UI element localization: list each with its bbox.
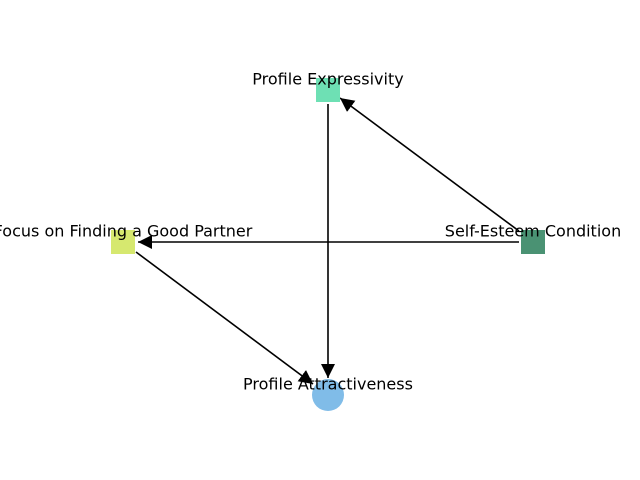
node-expressivity bbox=[316, 78, 340, 102]
node-label-expressivity: Profile Expressivity bbox=[252, 70, 403, 89]
node-focus bbox=[111, 230, 135, 254]
node-label-attractiveness: Profile Attractiveness bbox=[243, 375, 413, 394]
edges-layer bbox=[135, 97, 520, 385]
edge-selfesteem-to-expressivity bbox=[339, 97, 520, 232]
nodes-layer bbox=[111, 78, 545, 411]
node-label-focus: Focus on Finding a Good Partner bbox=[0, 222, 253, 241]
node-label-selfesteem: Self-Esteem Condition bbox=[445, 222, 621, 241]
node-selfesteem bbox=[521, 230, 545, 254]
node-attractiveness bbox=[312, 379, 344, 411]
edge-focus-to-attractiveness bbox=[135, 251, 314, 385]
